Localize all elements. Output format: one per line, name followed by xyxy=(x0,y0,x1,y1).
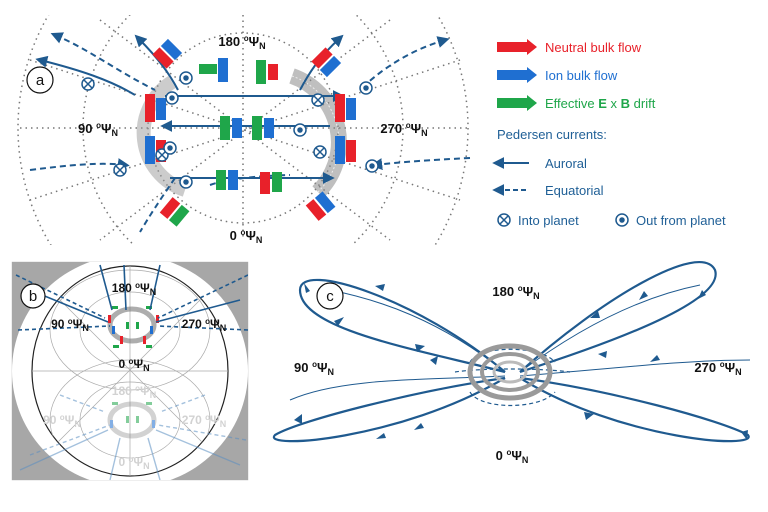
flow-marker xyxy=(159,197,190,227)
legend-equatorial-label: Equatorial xyxy=(545,183,604,198)
flow-marker xyxy=(252,116,274,140)
panel-a-grid xyxy=(17,15,470,245)
into-planet-icon xyxy=(313,145,327,159)
legend-exb-swatch xyxy=(497,95,537,111)
panel-b-lower-diagram xyxy=(19,394,247,480)
flow-marker xyxy=(335,136,356,164)
legend-exb-drift: Effective E x B drift xyxy=(497,95,656,111)
out-from-planet-icon xyxy=(359,81,373,95)
panel-a-label-left: 90 oΨN xyxy=(78,121,118,138)
legend-out-from-planet-label: Out from planet xyxy=(636,213,726,228)
legend: Neutral bulk flow Ion bulk flow Effectiv… xyxy=(492,39,726,228)
panel-c-label-right: 270 oΨN xyxy=(694,360,741,377)
flow-marker xyxy=(152,38,183,69)
panel-c: c 180 oΨN 0 oΨN 90 oΨN 270 oΨN xyxy=(272,261,751,465)
out-from-planet-icon xyxy=(365,159,379,173)
panel-a-labels: a 180 oΨN 0 oΨN 90 oΨN 270 oΨN xyxy=(26,34,428,245)
flow-marker xyxy=(335,94,356,122)
panel-a xyxy=(17,15,471,245)
legend-ion-label: Ion bulk flow xyxy=(545,68,618,83)
panel-b-label-top: 180 oΨN xyxy=(112,281,156,297)
panel-b-ghost-label-bottom: 0 oΨN xyxy=(118,455,149,471)
legend-neutral-label: Neutral bulk flow xyxy=(545,40,642,55)
panel-a-flow-markers xyxy=(145,38,356,227)
panel-c-label-top: 180 oΨN xyxy=(492,284,539,301)
out-from-planet-icon xyxy=(293,123,307,137)
legend-neutral-swatch xyxy=(497,39,537,55)
legend-ion-swatch xyxy=(497,67,537,83)
panel-a-letter: a xyxy=(36,72,45,89)
panel-b-upper-diagram xyxy=(15,264,248,348)
out-from-planet-icon xyxy=(163,141,177,155)
panel-b-letter: b xyxy=(29,288,37,305)
legend-auroral: Auroral xyxy=(492,156,587,171)
flow-marker xyxy=(305,191,336,221)
panel-b-ghost-label-left: 90 oΨN xyxy=(43,413,81,429)
panel-c-label-left: 90 oΨN xyxy=(294,360,334,377)
panel-b-ghost-label-top: 180 oΨN xyxy=(112,384,156,400)
legend-out-from-planet: Out from planet xyxy=(615,213,726,228)
panel-c-letter: c xyxy=(326,288,334,305)
panel-c-arrows xyxy=(294,283,748,440)
flow-marker xyxy=(199,58,228,82)
panel-b: b 180 oΨN 0 oΨN 90 oΨN 270 oΨN 180 oΨN 0… xyxy=(11,261,249,481)
legend-exb-label: Effective E x B drift xyxy=(545,96,656,111)
panel-a-label-right: 270 oΨN xyxy=(380,121,427,138)
legend-neutral-flow: Neutral bulk flow xyxy=(497,39,642,55)
legend-into-planet-label: Into planet xyxy=(518,213,579,228)
panel-c-planet xyxy=(467,343,553,401)
panel-a-current-symbols xyxy=(81,71,379,189)
panel-b-ghost-label-right: 270 oΨN xyxy=(182,413,226,429)
into-planet-icon xyxy=(497,213,511,227)
panel-b-label-bottom: 0 oΨN xyxy=(118,357,149,373)
flow-marker xyxy=(216,170,238,190)
into-planet-icon xyxy=(311,93,325,107)
panel-b-labels: 180 oΨN 0 oΨN 90 oΨN 270 oΨN 180 oΨN 0 o… xyxy=(43,281,226,471)
flow-marker xyxy=(260,172,282,194)
into-planet-icon xyxy=(113,163,127,177)
legend-into-planet: Into planet xyxy=(497,213,579,228)
panel-a-label-bottom: 0 oΨN xyxy=(230,228,263,245)
legend-ion-flow: Ion bulk flow xyxy=(497,67,618,83)
legend-equatorial: Equatorial xyxy=(492,183,604,198)
out-from-planet-icon xyxy=(165,91,179,105)
out-from-planet-icon xyxy=(179,175,193,189)
flow-marker xyxy=(256,60,278,84)
out-from-planet-icon xyxy=(179,71,193,85)
flow-marker xyxy=(311,47,342,78)
legend-auroral-label: Auroral xyxy=(545,156,587,171)
panel-b-label-left: 90 oΨN xyxy=(51,317,89,333)
panel-b-label-right: 270 oΨN xyxy=(182,317,226,333)
legend-pedersen-title: Pedersen currents: xyxy=(497,127,607,142)
flow-marker xyxy=(145,94,166,122)
into-planet-icon xyxy=(81,77,95,91)
out-from-planet-icon xyxy=(615,213,629,227)
flow-marker xyxy=(220,116,242,140)
panel-a-label-top: 180 oΨN xyxy=(218,34,265,51)
panel-c-label-bottom: 0 oΨN xyxy=(496,448,529,465)
